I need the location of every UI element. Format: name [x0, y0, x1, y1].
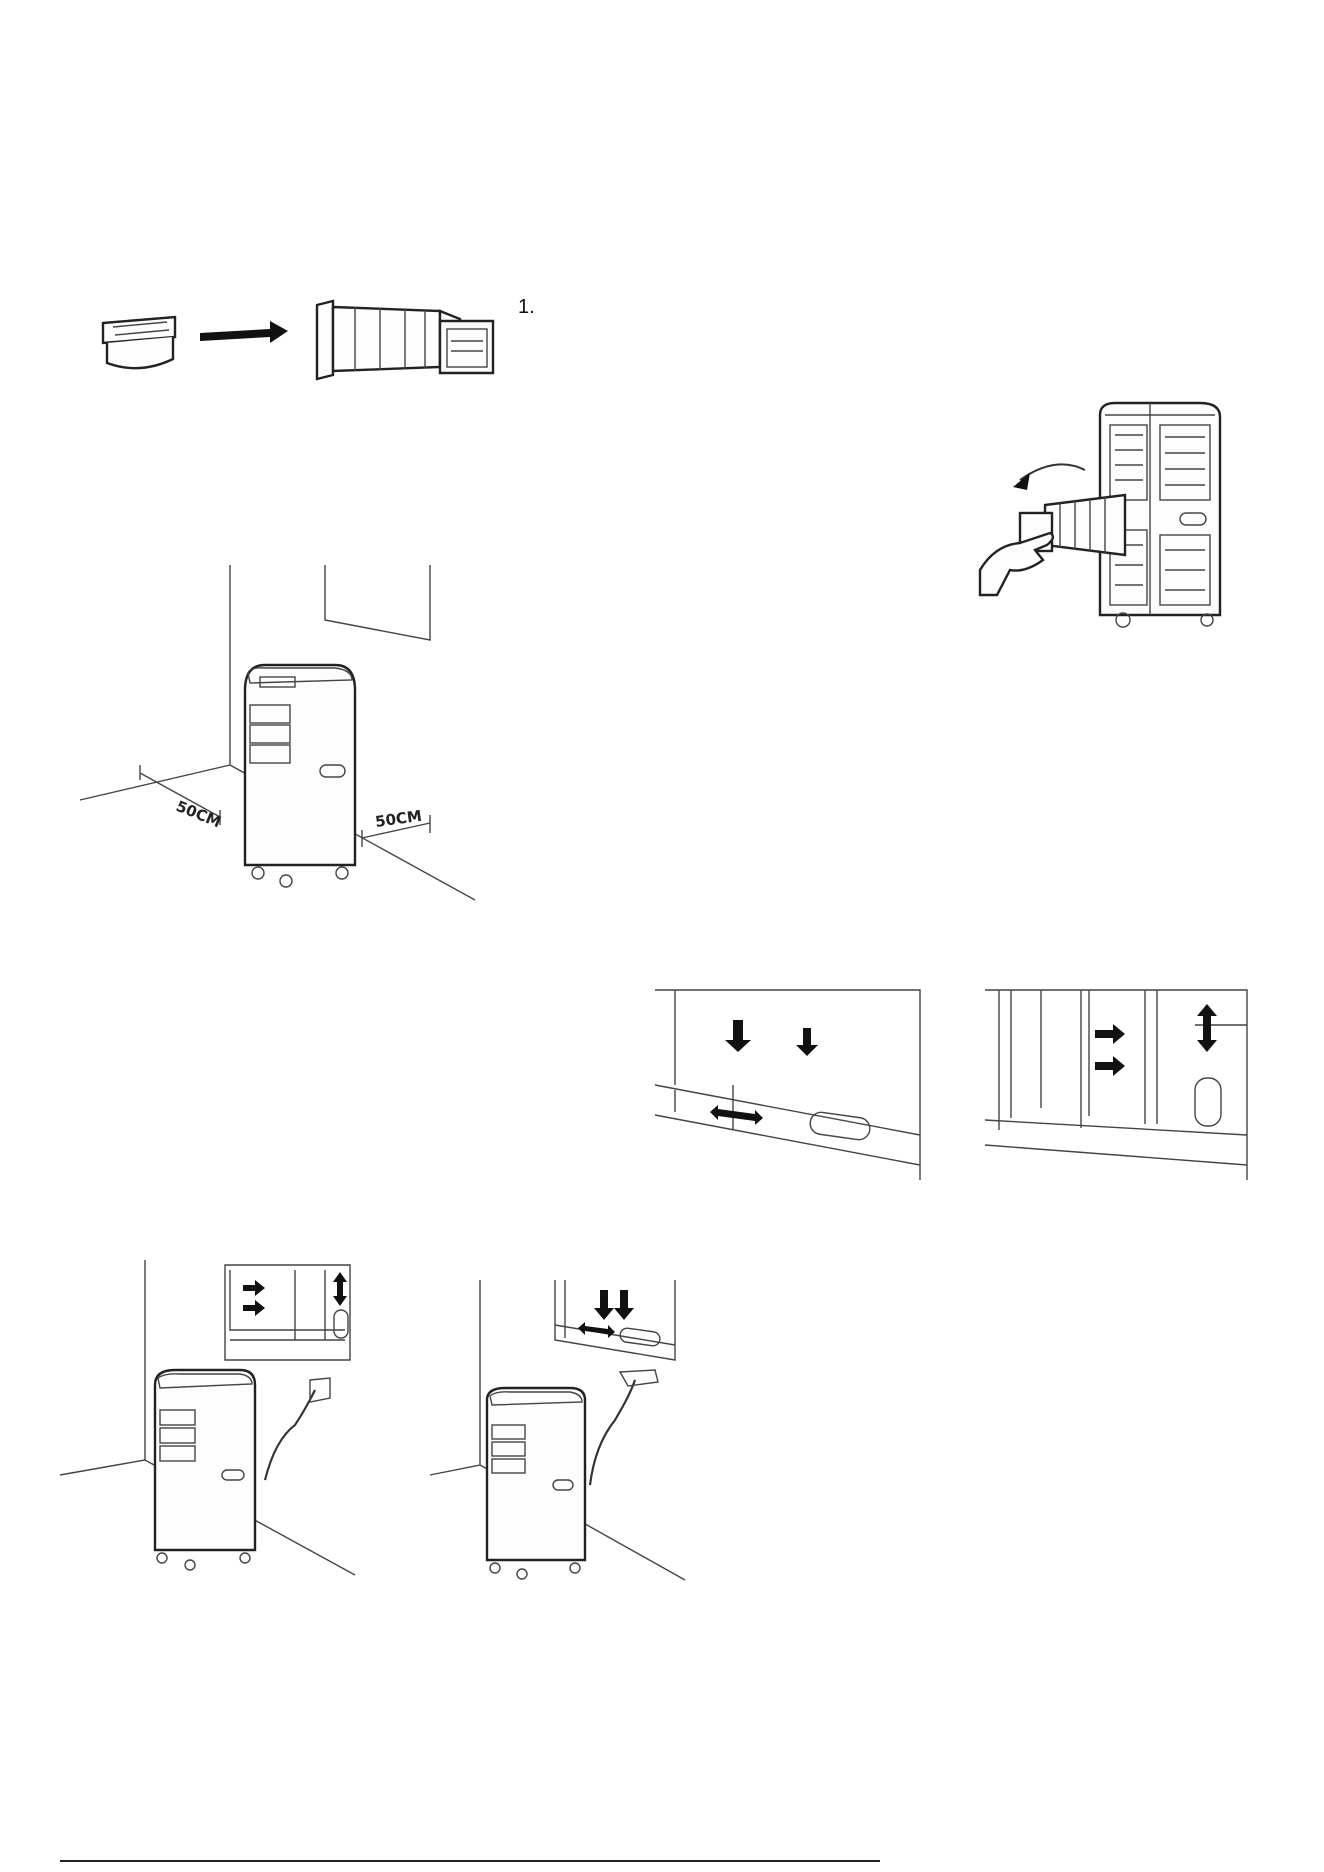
left-clearance-label: 50CM	[174, 797, 224, 831]
hose-adapter-assembly-figure	[95, 285, 515, 390]
right-clearance-label: 50CM	[374, 807, 423, 831]
horizontal-window-kit-figure	[985, 990, 1250, 1180]
step-number: 1.	[518, 296, 535, 319]
vertical-slider-window-icon	[655, 990, 925, 1180]
vertical-window-kit-figure	[655, 990, 925, 1180]
unit-with-hose-horizontal-icon	[60, 1260, 360, 1580]
hand-attaching-hose-icon	[975, 395, 1235, 635]
clearance-placement-figure: 50CM 50CM	[80, 565, 480, 905]
footer-rule	[60, 1860, 880, 1862]
installed-vertical-window-figure	[430, 1280, 690, 1580]
installed-horizontal-window-figure	[60, 1260, 360, 1580]
unit-clearance-icon: 50CM 50CM	[80, 565, 480, 905]
adapter-to-hose-icon	[95, 285, 515, 390]
hose-connection-figure	[975, 395, 1235, 635]
horizontal-slider-window-icon	[985, 990, 1250, 1180]
unit-with-hose-vertical-icon	[430, 1280, 690, 1580]
